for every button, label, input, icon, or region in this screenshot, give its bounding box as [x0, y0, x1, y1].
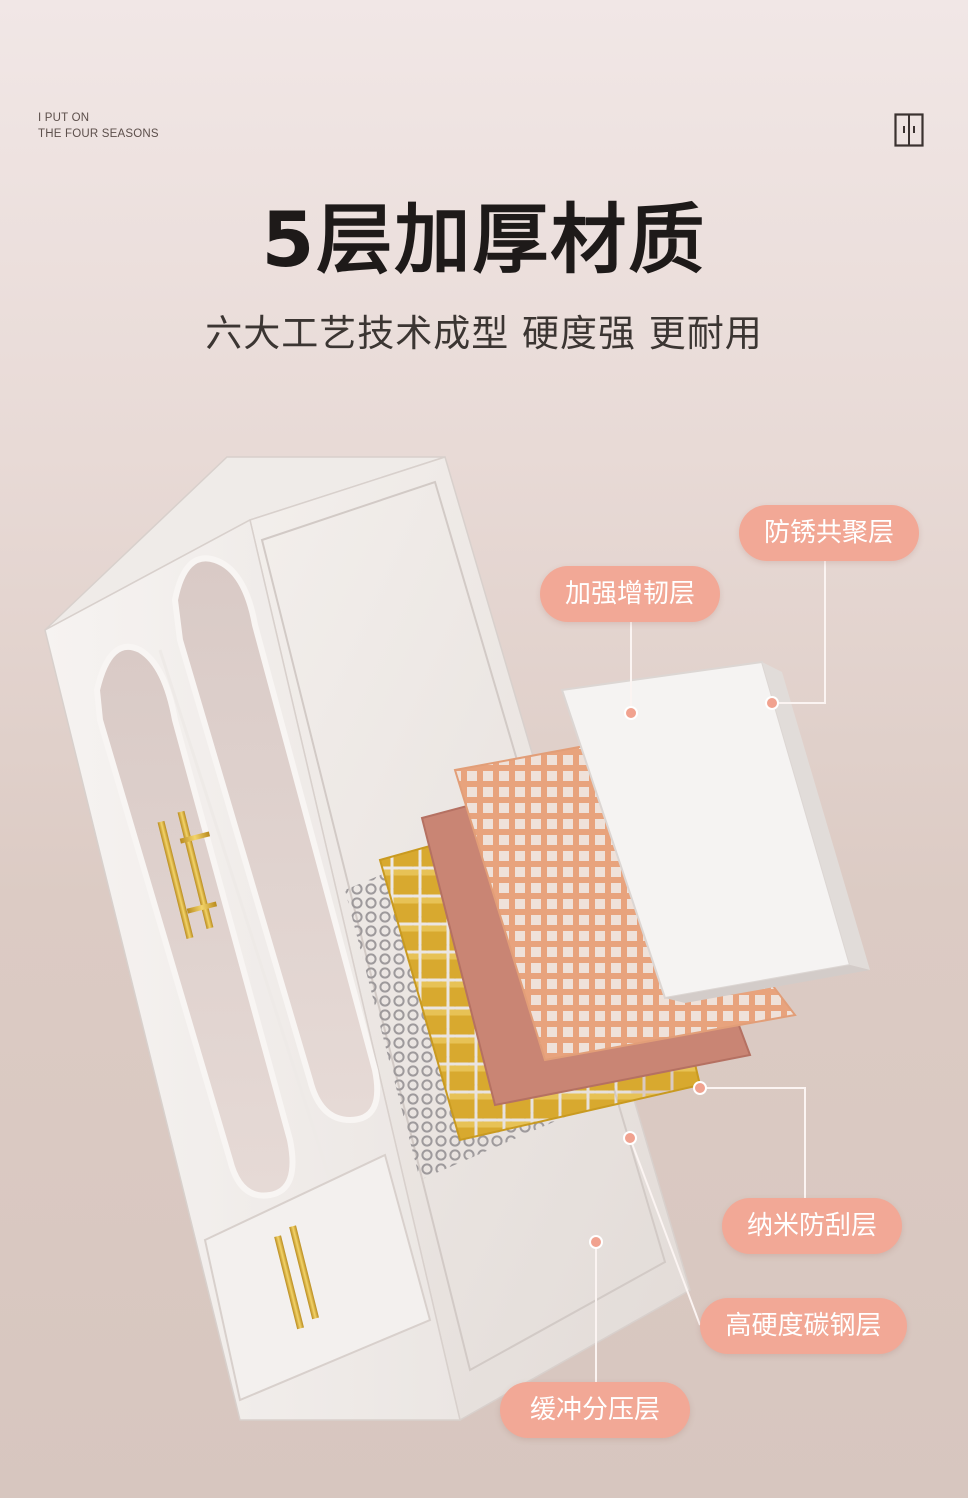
- cabinet-drawer: [203, 1153, 432, 1402]
- brand-text: I PUT ON THE FOUR SEASONS: [38, 110, 159, 142]
- left-door-glass: [93, 643, 296, 1199]
- page-subtitle: 六大工艺技术成型 硬度强 更耐用: [205, 312, 763, 355]
- page-title: 5层加厚材质: [261, 195, 707, 284]
- tag-nano-layer: 纳米防刮层: [722, 1198, 902, 1254]
- wardrobe-logo-icon: [894, 113, 924, 147]
- dot-anti-rust: [765, 696, 779, 710]
- tag-reinforce-layer: 加强增韧层: [540, 566, 720, 622]
- dot-steel: [623, 1131, 637, 1145]
- white-panel-edge: [762, 662, 870, 970]
- dot-reinforce: [624, 706, 638, 720]
- brand-line-1: I PUT ON: [38, 112, 90, 124]
- right-door-glass: [171, 555, 381, 1124]
- door-handle-left: [157, 820, 194, 939]
- tag-steel-layer: 高硬度碳钢层: [700, 1298, 907, 1354]
- tag-buffer-layer: 缓冲分压层: [500, 1382, 690, 1438]
- dot-buffer: [589, 1235, 603, 1249]
- brand-line-2: THE FOUR SEASONS: [38, 128, 159, 140]
- callout-lines: [595, 560, 826, 1382]
- dot-nano: [693, 1081, 707, 1095]
- tag-anti-rust-layer: 防锈共聚层: [739, 505, 919, 561]
- drawer-handle: [274, 1235, 304, 1330]
